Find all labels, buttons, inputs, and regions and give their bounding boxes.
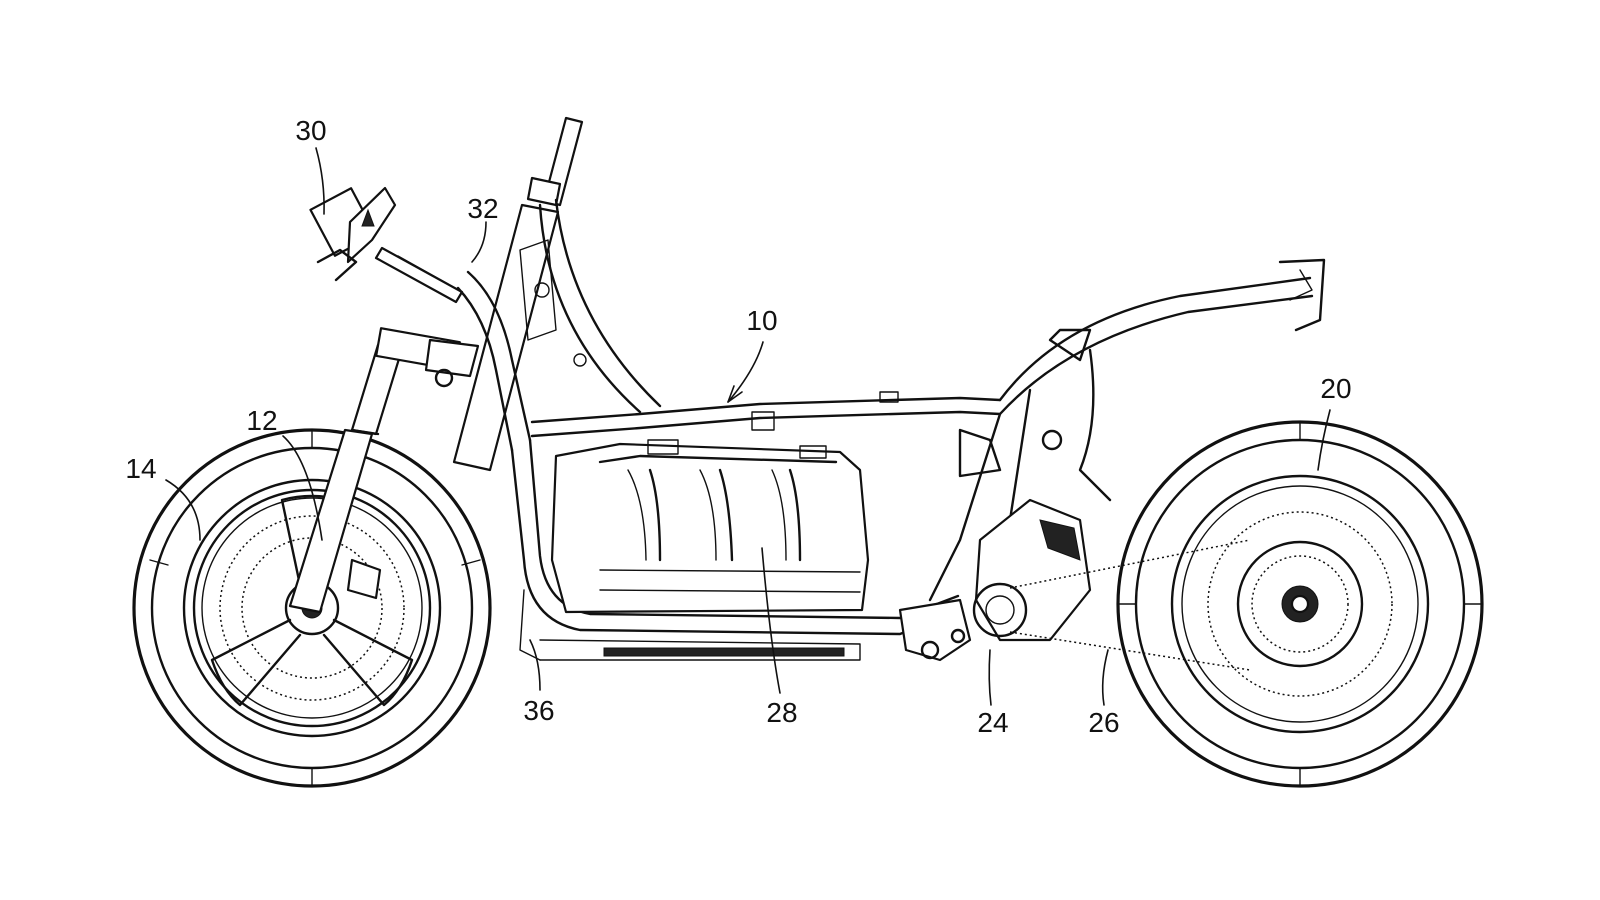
display-unit <box>309 186 397 282</box>
ref-10: 10 <box>746 305 777 336</box>
leader-10-arrow <box>727 385 743 403</box>
ref-28: 28 <box>766 697 797 728</box>
ref-36: 36 <box>523 695 554 726</box>
rear-wheel <box>1116 420 1484 788</box>
ref-30: 30 <box>295 115 326 146</box>
steering-stem <box>452 116 584 472</box>
leader-28 <box>761 547 781 694</box>
leader-30 <box>315 147 325 215</box>
leader-14 <box>165 479 201 541</box>
leader-24 <box>988 649 992 706</box>
ref-32: 32 <box>467 193 498 224</box>
leader-26 <box>1101 649 1109 706</box>
reference-numerals: 10 12 14 20 24 26 28 30 32 36 <box>125 115 1351 738</box>
ref-26: 26 <box>1088 707 1119 738</box>
ref-20: 20 <box>1320 373 1351 404</box>
battery <box>550 439 870 657</box>
leader-36 <box>529 639 541 691</box>
leader-lines <box>165 147 1331 706</box>
front-fork <box>288 327 480 614</box>
down-tube <box>510 438 962 661</box>
ref-24: 24 <box>977 707 1008 738</box>
vehicle-frame <box>456 198 1326 612</box>
leader-12 <box>282 435 323 541</box>
handlebar <box>374 246 464 304</box>
leader-20 <box>1317 409 1331 471</box>
drive-chain <box>1009 539 1251 671</box>
ref-12: 12 <box>246 405 277 436</box>
leader-32 <box>471 221 487 263</box>
ref-14: 14 <box>125 453 156 484</box>
leader-10 <box>727 341 764 403</box>
electric-motor <box>898 498 1092 662</box>
